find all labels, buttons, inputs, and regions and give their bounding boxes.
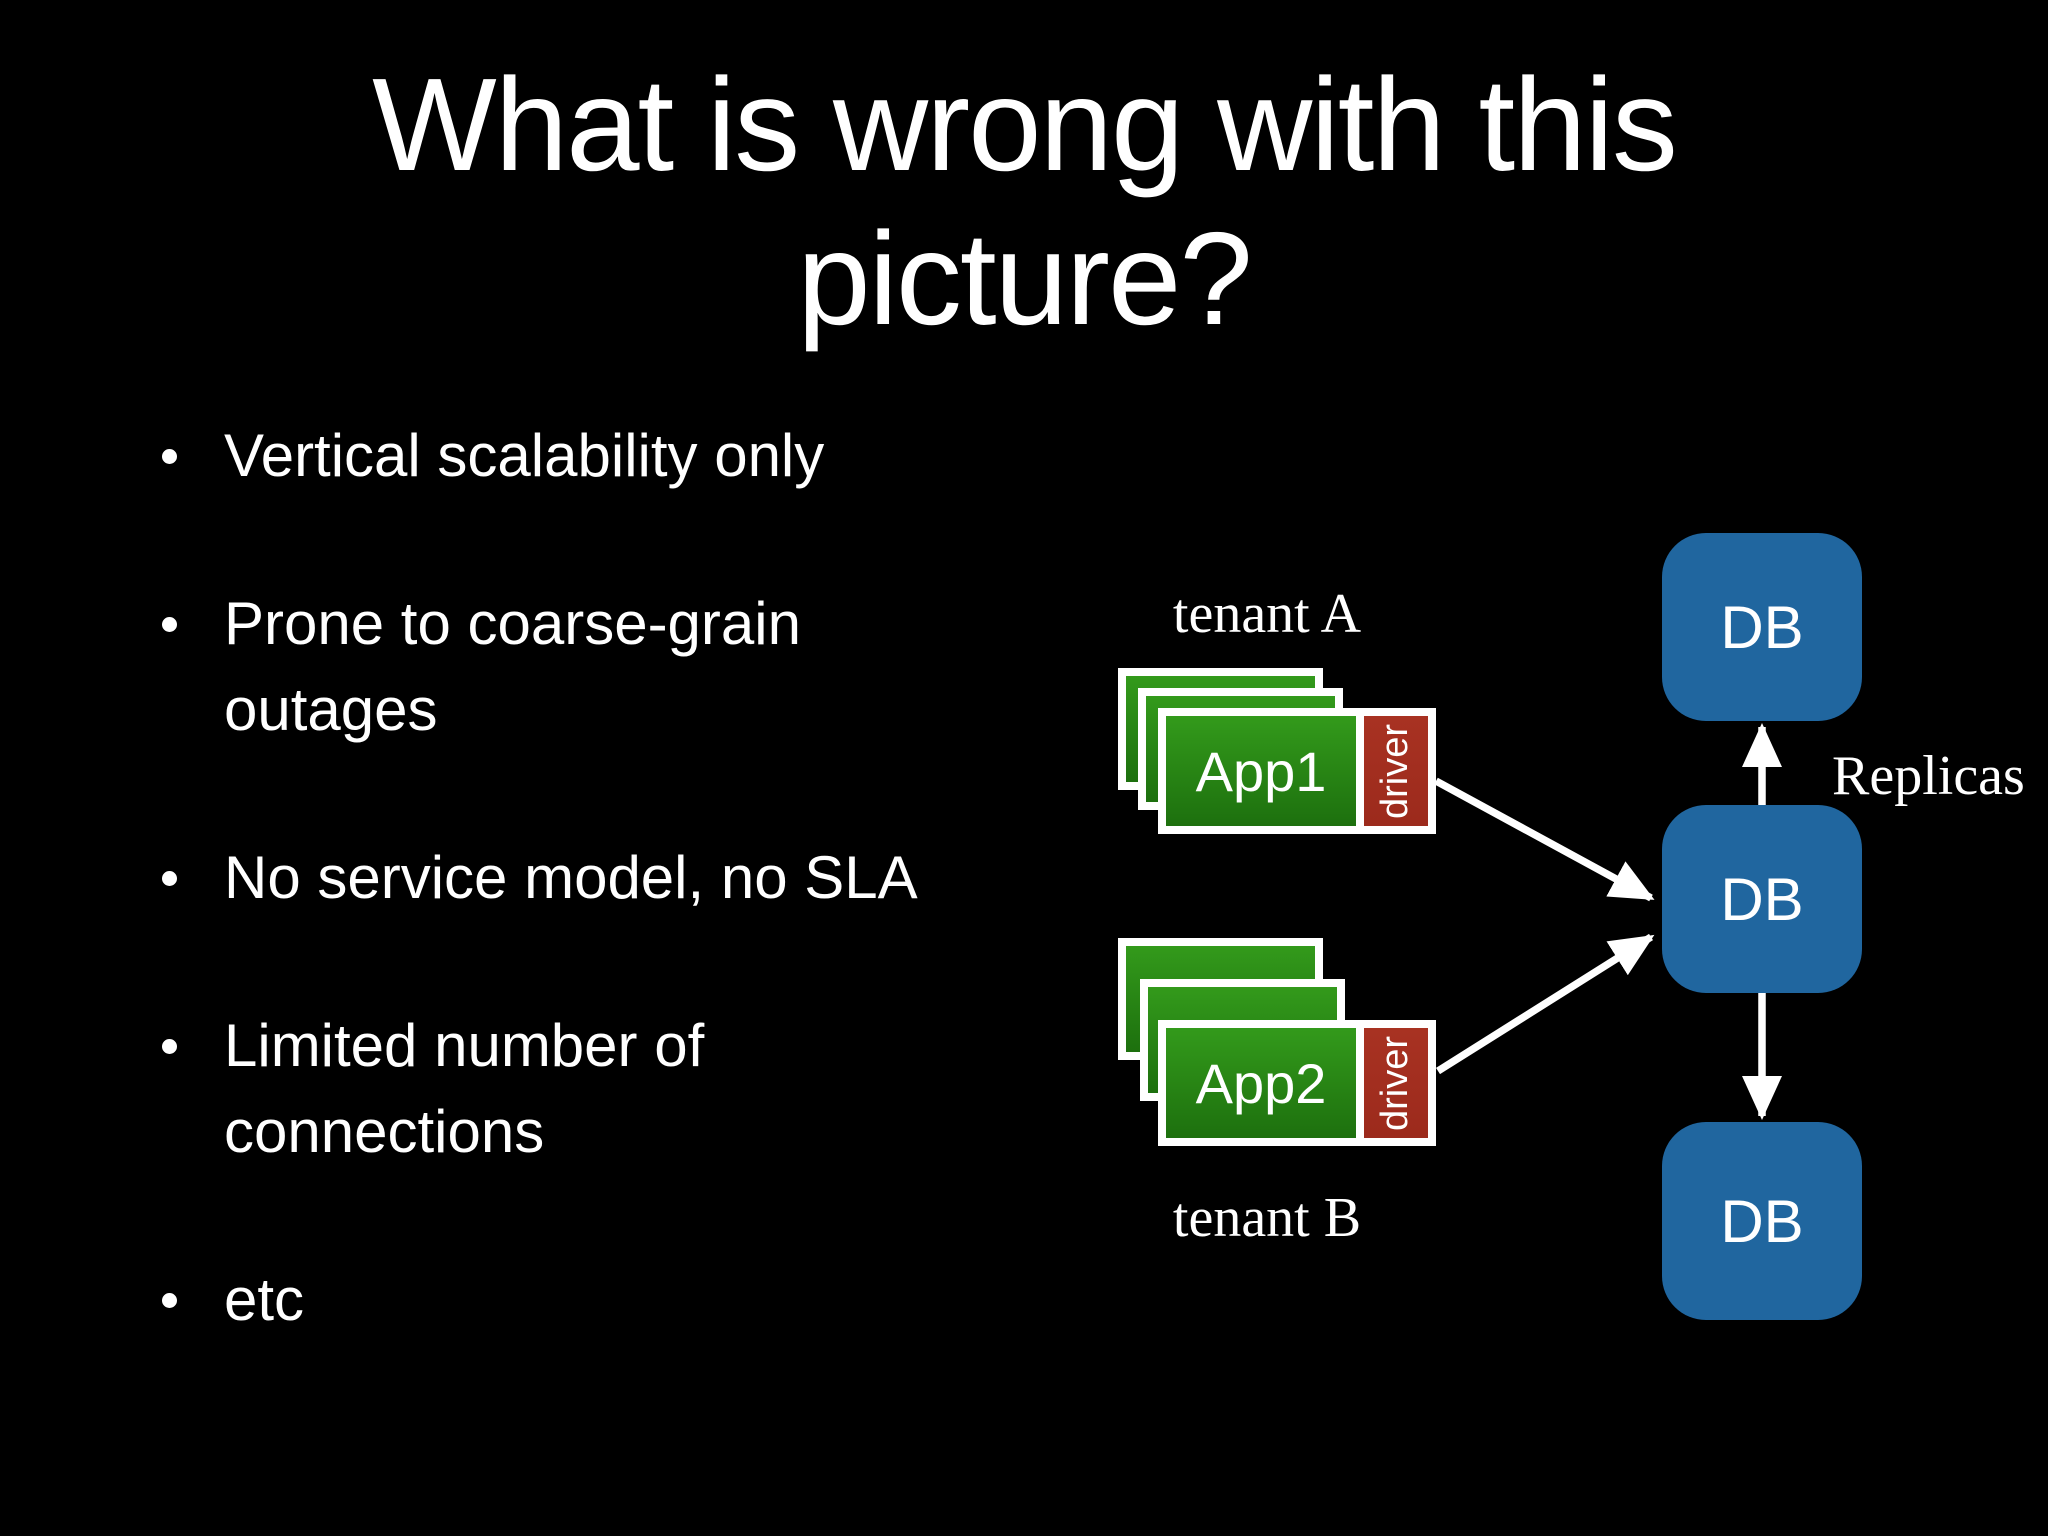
app1-driver: driver	[1364, 716, 1428, 826]
db-box-primary: DB	[1662, 805, 1862, 993]
app2-container: App2 driver	[1158, 1020, 1436, 1146]
app1-driver-label: driver	[1374, 723, 1417, 819]
bullet-item: Prone to coarse-grain outages	[160, 581, 1170, 753]
app2-driver: driver	[1364, 1028, 1428, 1138]
arrow-app1-to-db	[1434, 777, 1655, 902]
arrow-app2-to-db	[1436, 933, 1655, 1075]
replicas-label: Replicas	[1832, 745, 2025, 807]
bullet-item: No service model, no SLA	[160, 835, 1170, 921]
title-line-2: picture?	[797, 205, 1253, 353]
tenant-a-label: tenant A	[1172, 583, 1362, 645]
bullet-item: etc	[160, 1257, 1170, 1343]
bullet-item: Limited number of connections	[160, 1003, 1170, 1175]
app1-box: App1	[1166, 716, 1356, 826]
app1-container: App1 driver	[1158, 708, 1436, 834]
bullet-item: Vertical scalability only	[160, 413, 1170, 499]
tenant-b-label: tenant B	[1172, 1187, 1362, 1249]
db-box-bottom-replica: DB	[1662, 1122, 1862, 1320]
app2-driver-label: driver	[1374, 1035, 1417, 1131]
db-box-top-replica: DB	[1662, 533, 1862, 721]
bullet-list: Vertical scalability only Prone to coars…	[160, 413, 1170, 1425]
app2-box: App2	[1166, 1028, 1356, 1138]
title-line-1: What is wrong with this	[372, 51, 1678, 198]
page-title: What is wrong with this picture?	[0, 48, 2048, 357]
